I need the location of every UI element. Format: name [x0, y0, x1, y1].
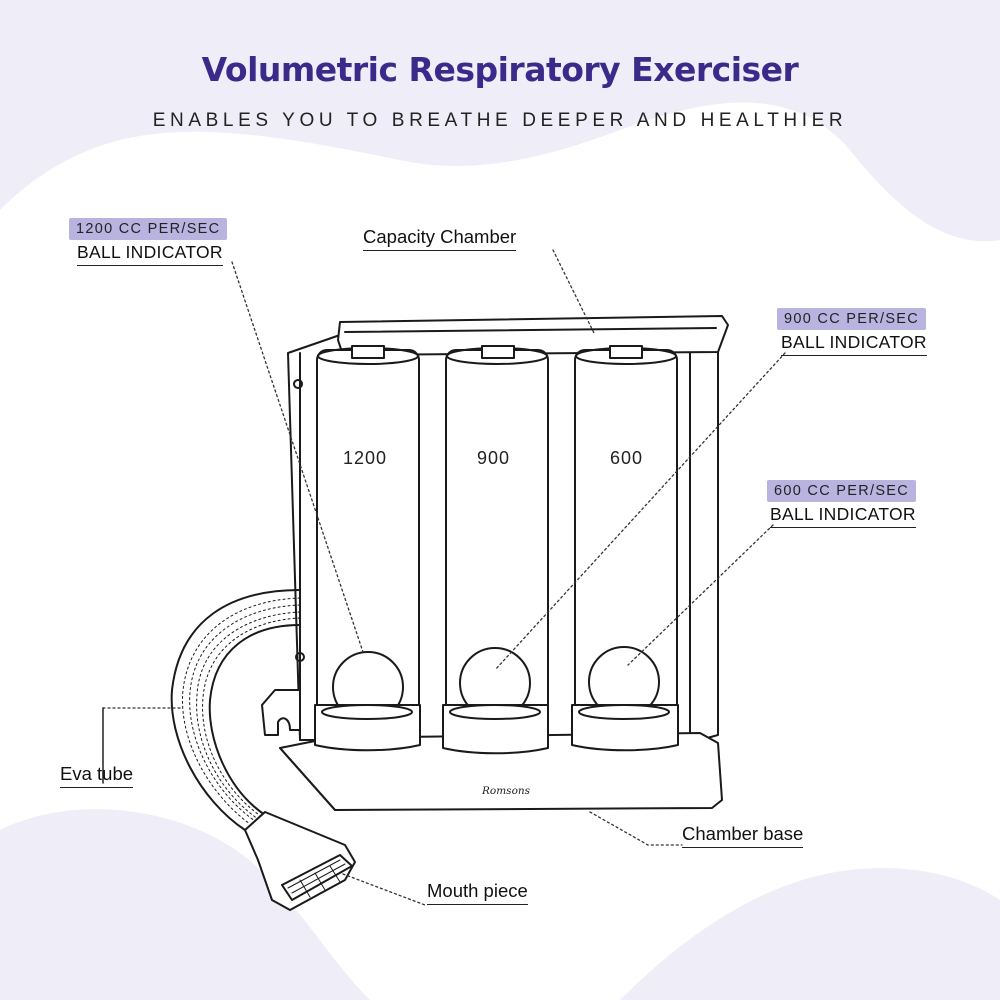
- chamber-label-1200: 1200: [343, 448, 388, 468]
- panel-hole-bottom: [295, 652, 305, 662]
- chamber-1200: [314, 345, 421, 752]
- chamber-base-label: Chamber base: [682, 823, 804, 848]
- chamber-label-600: 600: [610, 448, 644, 468]
- ball-900-label: BALL INDICATOR: [781, 332, 927, 356]
- eva-tube-label: Eva tube: [60, 763, 134, 788]
- chamber-600: [571, 345, 679, 752]
- leader-base: [589, 811, 683, 846]
- ball-1200-label: BALL INDICATOR: [77, 242, 223, 266]
- ball-1200-badge: 1200 CC PER/SEC: [69, 218, 228, 240]
- leader-mouth: [342, 873, 426, 906]
- chamber-900: [442, 345, 549, 755]
- leader-ball-900: [494, 352, 786, 671]
- chamber-label-900: 900: [477, 448, 511, 468]
- eva-tube-shape: [170, 589, 301, 831]
- leader-ball-600: [627, 524, 774, 666]
- ball-900-badge: 900 CC PER/SEC: [777, 308, 927, 330]
- leader-ball-1200: [231, 261, 364, 653]
- ball-600-badge: 600 CC PER/SEC: [767, 480, 917, 502]
- page-subtitle: ENABLES YOU TO BREATHE DEEPER AND HEALTH…: [152, 110, 848, 131]
- ball-600-label: BALL INDICATOR: [770, 504, 916, 528]
- mouth-piece-label: Mouth piece: [427, 880, 528, 905]
- leader-capacity: [552, 249, 595, 334]
- mouth-piece-shape: [244, 811, 356, 911]
- page-title: Volumetric Respiratory Exerciser: [201, 50, 799, 89]
- panel-hole-top: [293, 379, 303, 389]
- brand-logo: Romsons: [482, 785, 531, 797]
- capacity-chamber-label: Capacity Chamber: [363, 226, 517, 251]
